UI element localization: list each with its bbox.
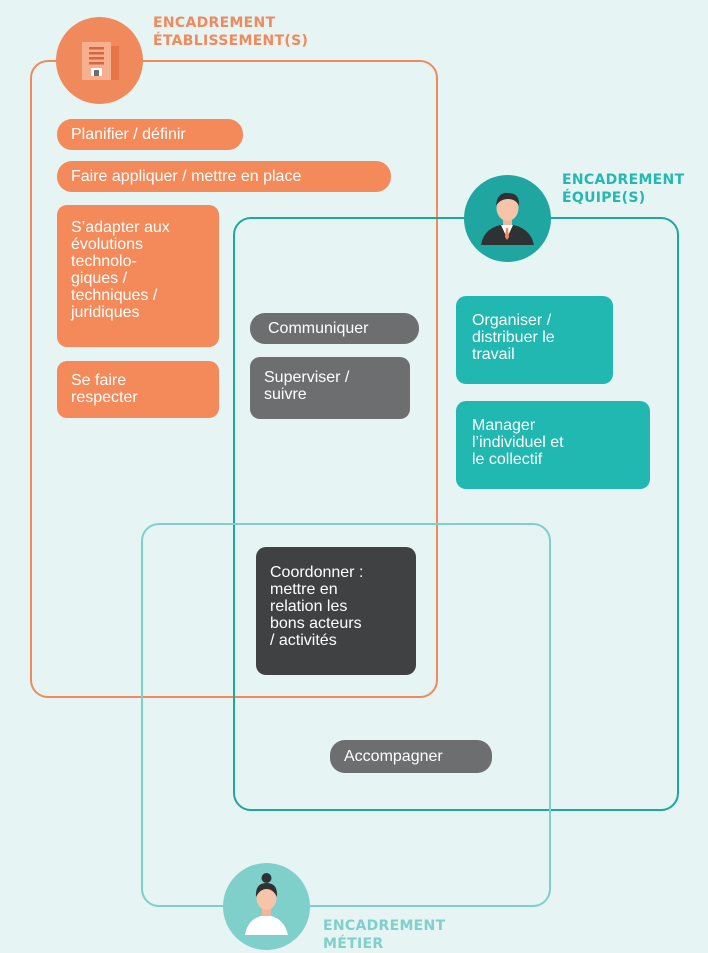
equipe-frame: [233, 217, 679, 811]
activity-adapter: S’adapter aux évolutions technolo- gique…: [57, 205, 219, 347]
activity-planifier: Planifier / définir: [57, 119, 243, 150]
activity-superviser: Superviser / suivre: [250, 357, 410, 419]
activity-coordonner: Coordonner : mettre en relation les bons…: [256, 547, 416, 675]
businessman-icon: [464, 175, 551, 262]
woman-icon: [223, 863, 310, 950]
activity-organiser: Organiser / distribuer le travail: [456, 296, 613, 384]
metier-title: ENCADREMENT MÉTIER: [323, 918, 446, 952]
activity-respecter: Se faire respecter: [57, 361, 219, 418]
activity-accompagner: Accompagner: [330, 740, 492, 773]
activity-communiquer: Communiquer: [250, 313, 419, 344]
activity-faire-appliquer: Faire appliquer / mettre en place: [57, 161, 391, 192]
etablissement-title: ENCADREMENT ÉTABLISSEMENT(S): [153, 15, 309, 49]
metier-frame: [141, 523, 551, 907]
building-icon: [56, 17, 143, 104]
activity-manager: Manager l’individuel et le collectif: [456, 401, 650, 489]
equipe-title: ENCADREMENT ÉQUIPE(S): [562, 172, 685, 206]
